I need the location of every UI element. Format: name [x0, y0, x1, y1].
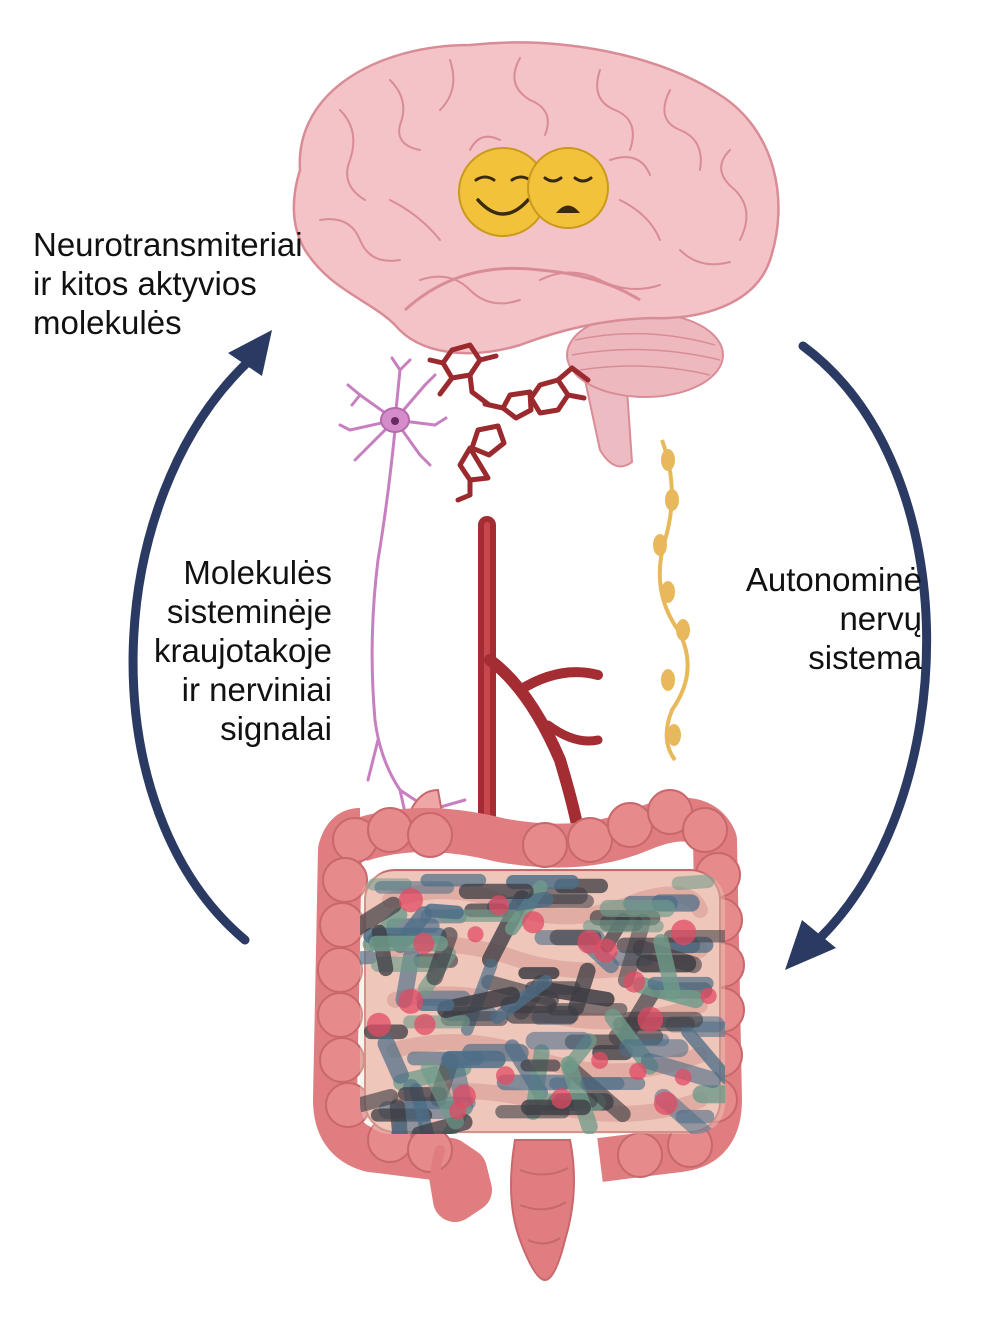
arrow-up-left-icon [128, 330, 272, 945]
autonomic-label-line-2: nervų [839, 600, 922, 637]
bacterium-coccus [414, 1013, 436, 1036]
systemic-signals-label: Molekulės sisteminėje kraujotakoje ir ne… [154, 553, 332, 748]
autonomic-nervous-system-label: Autonominė nervų sistema [726, 560, 922, 677]
bacterium-coccus [670, 919, 697, 946]
bacterium-coccus [452, 1084, 476, 1108]
gut-bacteria-cluster [360, 872, 725, 1134]
autonomic-label-line-1: Autonominė [745, 561, 922, 598]
bacterium-coccus [623, 971, 646, 993]
arrow-down-right-icon [785, 341, 932, 970]
bacterium-coccus [674, 1068, 692, 1086]
bacterium-rod [560, 1056, 598, 1134]
bacterium-coccus [653, 1091, 678, 1115]
bacterium-rod [437, 986, 520, 1018]
bacterium-rod [377, 1034, 409, 1084]
neurotransmitters-label-line-2: ir kitos aktyvios [33, 265, 257, 302]
bacterium-rod [681, 1025, 725, 1085]
systemic-signals-label-line-5: signalai [220, 710, 332, 747]
bacterium-rod [568, 962, 596, 1016]
bacterium-rod [424, 903, 464, 920]
bacterium-rod [360, 950, 378, 966]
bacterium-rod [382, 1116, 408, 1134]
bacterium-coccus [398, 888, 423, 913]
bacterium-coccus [551, 1088, 572, 1109]
bacterium-coccus [495, 1066, 515, 1085]
neurotransmitters-label-line-1: Neurotransmiteriai [33, 226, 303, 263]
autonomic-label-line-3: sistema [808, 639, 922, 676]
bacterium-coccus [591, 1051, 609, 1069]
neurotransmitters-label-line-3: molekulės [33, 304, 182, 341]
bacterium-coccus [577, 930, 601, 954]
bacterium-coccus [467, 926, 484, 943]
bacterium-rod [490, 975, 553, 1025]
autonomic-nerve-illustration [653, 439, 690, 762]
bacterium-coccus [637, 1006, 664, 1033]
neurotransmitter-molecules [427, 342, 591, 503]
bacterium-coccus [522, 911, 545, 934]
sad-face-icon [527, 147, 609, 229]
bacterium-coccus [413, 932, 435, 954]
bacterium-rod [360, 1088, 399, 1119]
bacterium-coccus [629, 1062, 647, 1081]
bacterium-coccus [700, 987, 717, 1004]
bacterium-coccus [398, 988, 424, 1014]
bacterium-rod [360, 896, 402, 949]
bacterium-coccus [366, 1012, 391, 1037]
blood-vessel-illustration [478, 516, 603, 849]
systemic-signals-label-line-1: Molekulės [183, 554, 332, 591]
neurotransmitters-label: Neurotransmiteriai ir kitos aktyvios mol… [33, 225, 303, 342]
systemic-signals-label-line-2: sisteminėje [166, 593, 332, 630]
bacterium-rod [671, 874, 715, 891]
systemic-signals-label-line-3: kraujotakoje [154, 632, 332, 669]
bacterium-coccus [488, 895, 510, 916]
systemic-signals-label-line-4: ir nerviniai [181, 671, 332, 708]
bacterium-rod [653, 934, 681, 1000]
